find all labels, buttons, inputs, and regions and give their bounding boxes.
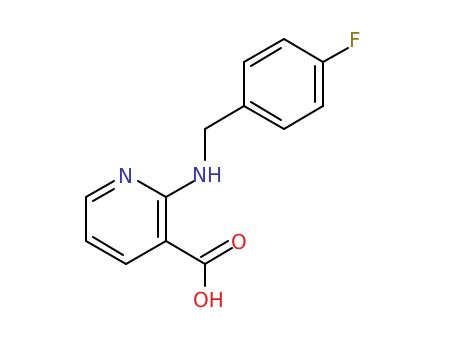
bond xyxy=(125,240,167,265)
bond xyxy=(283,38,324,63)
bond-c-f xyxy=(322,47,349,63)
hydroxyl-label: OH xyxy=(193,288,224,312)
double-bond-inner xyxy=(92,188,115,202)
bond-ring-ch2 xyxy=(204,105,245,130)
bond-ring-c xyxy=(165,240,206,265)
double-bond-inner xyxy=(92,236,124,256)
bond xyxy=(283,105,324,130)
amine-label: NH xyxy=(192,163,222,187)
carboxylic-acid-group xyxy=(165,240,233,287)
pyridine-ring xyxy=(85,180,167,265)
carbonyl-oxygen-label: O xyxy=(231,230,247,254)
bond-n-c2 xyxy=(165,180,195,198)
bond xyxy=(243,38,285,63)
bond xyxy=(85,240,127,265)
double-bond-inner xyxy=(250,47,282,67)
bond xyxy=(85,180,115,198)
double-bond-inner xyxy=(250,101,282,121)
fluorine-label: F xyxy=(349,28,361,52)
bond-c-o-double xyxy=(200,240,229,258)
bond-c-o-double xyxy=(204,247,233,265)
bond xyxy=(243,105,285,130)
fluorophenyl-ring xyxy=(243,38,324,130)
bond xyxy=(137,180,167,198)
ring-nitrogen-label: N xyxy=(118,164,133,188)
